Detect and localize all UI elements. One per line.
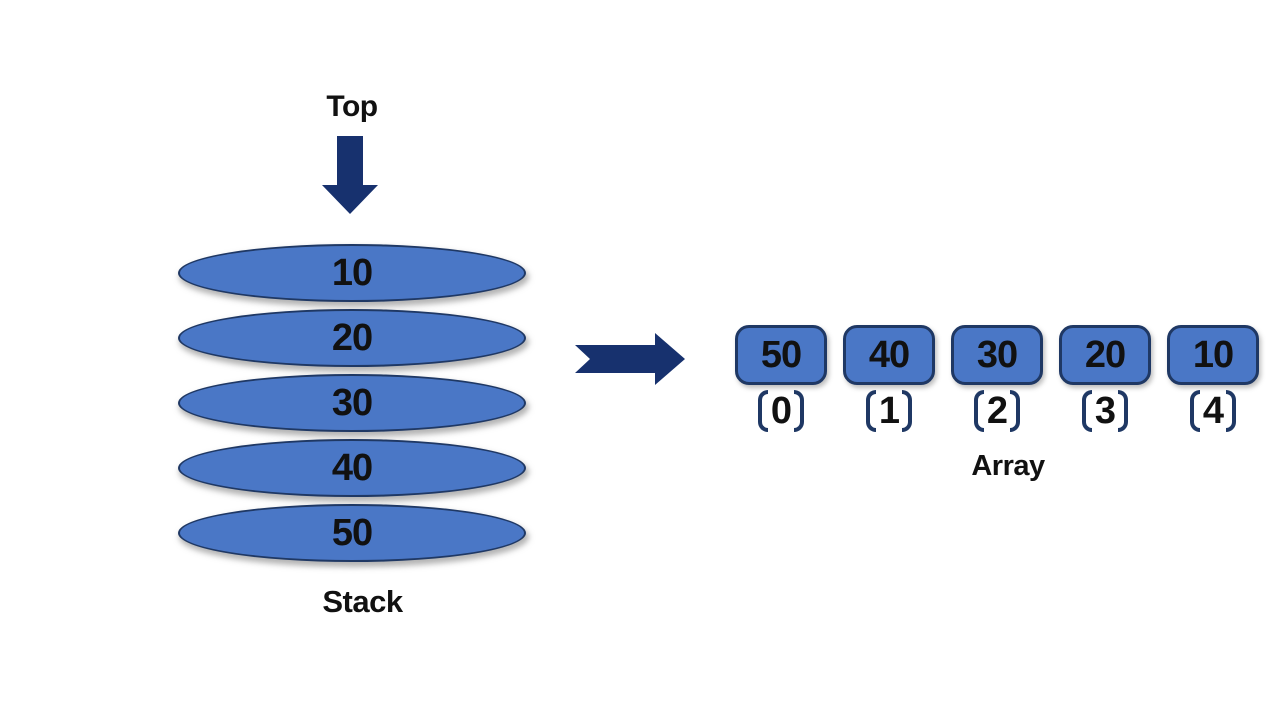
array-index-label: 0: [731, 386, 831, 436]
array-index-label: 2: [947, 386, 1047, 436]
array-cell: 40: [843, 325, 935, 385]
index-open-bracket-icon: [1189, 390, 1200, 432]
array-cell-value: 50: [760, 333, 802, 376]
array-cell: 20: [1059, 325, 1151, 385]
index-close-bracket-icon: [794, 390, 805, 432]
stack-item: 10: [178, 244, 526, 302]
index-close-bracket-icon: [1010, 390, 1021, 432]
array-cell: 50: [735, 325, 827, 385]
stack-item-value: 40: [331, 446, 373, 489]
array-index-value: 2: [986, 390, 1008, 432]
index-open-bracket-icon: [973, 390, 984, 432]
down-arrow-icon: [322, 136, 378, 214]
array-index-value: 0: [770, 390, 792, 432]
stack-item-value: 30: [331, 381, 373, 424]
stack-item-value: 20: [331, 316, 373, 359]
array-cell-value: 20: [1084, 333, 1126, 376]
array-cell-value: 10: [1192, 333, 1234, 376]
stack-item: 20: [178, 309, 526, 367]
stack-item: 30: [178, 374, 526, 432]
index-close-bracket-icon: [1226, 390, 1237, 432]
array-cell-value: 40: [868, 333, 910, 376]
right-arrow-icon: [575, 333, 685, 385]
stack-item: 40: [178, 439, 526, 497]
index-open-bracket-icon: [865, 390, 876, 432]
array-index-value: 1: [878, 390, 900, 432]
index-open-bracket-icon: [757, 390, 768, 432]
stack-item-value: 50: [331, 511, 373, 554]
array-index-value: 3: [1094, 390, 1116, 432]
stack-caption: Stack: [322, 584, 403, 619]
array-cell-value: 30: [976, 333, 1018, 376]
array-index-label: 4: [1163, 386, 1263, 436]
array-cell: 30: [951, 325, 1043, 385]
stack-item-value: 10: [331, 251, 373, 294]
stack-item: 50: [178, 504, 526, 562]
array-index-label: 3: [1055, 386, 1155, 436]
array-index-label: 1: [839, 386, 939, 436]
array-cell: 10: [1167, 325, 1259, 385]
index-open-bracket-icon: [1081, 390, 1092, 432]
index-close-bracket-icon: [1118, 390, 1129, 432]
stack-top-label: Top: [326, 90, 378, 123]
array-index-value: 4: [1202, 390, 1224, 432]
array-caption: Array: [971, 450, 1045, 482]
index-close-bracket-icon: [902, 390, 913, 432]
